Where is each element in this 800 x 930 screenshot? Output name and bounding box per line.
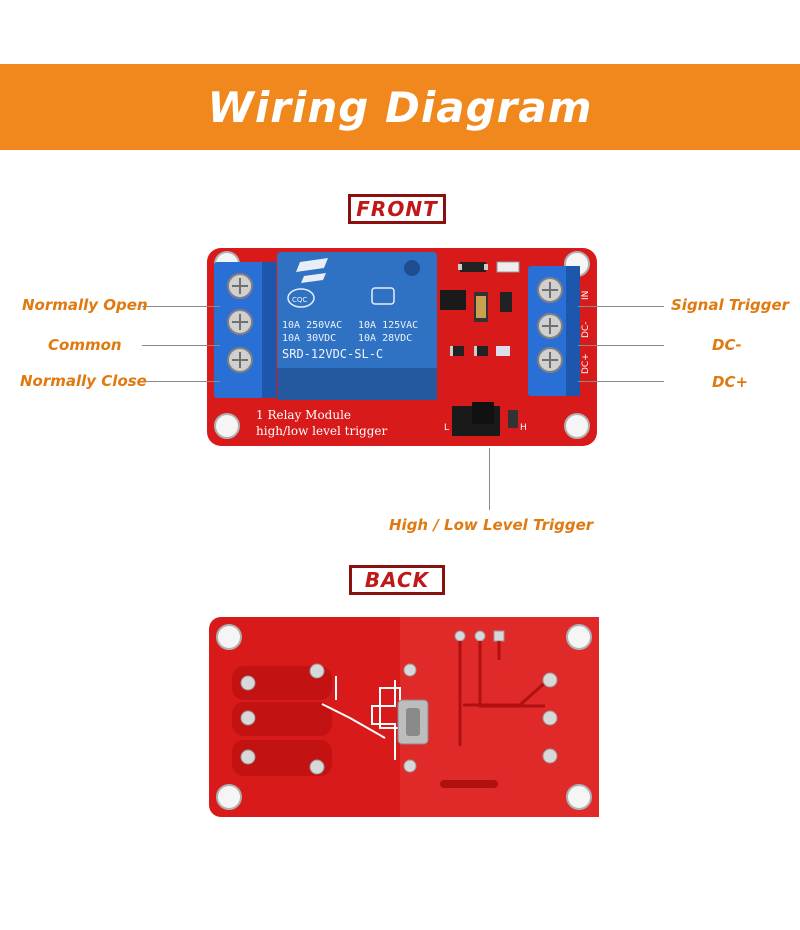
mount-hole xyxy=(216,784,242,810)
callout-normally-open: Normally Open xyxy=(22,296,148,314)
relay-rating-right-1: 10A 125VAC xyxy=(358,320,418,331)
pin-label-dc-minus: DC- xyxy=(581,322,591,338)
relay-model: SRD-12VDC-SL-C xyxy=(282,347,383,361)
mount-hole xyxy=(214,413,240,439)
output-terminal-block xyxy=(214,262,276,398)
silkscreen-line-2: high/low level trigger xyxy=(256,424,388,438)
callout-line-level-trigger xyxy=(489,448,490,510)
mount-hole xyxy=(566,784,592,810)
callout-dc-minus: DC- xyxy=(712,336,742,354)
relay-rating-left-2: 10A 30VDC xyxy=(282,333,336,344)
pin-label-in: IN xyxy=(581,291,591,300)
mount-hole xyxy=(566,624,592,650)
silkscreen-line-1: 1 Relay Module xyxy=(256,408,351,422)
callout-normally-close: Normally Close xyxy=(20,372,147,390)
jumper-label-h: H xyxy=(520,423,527,433)
callout-signal-trigger: Signal Trigger xyxy=(671,296,790,314)
header-banner: Wiring Diagram xyxy=(0,64,800,150)
back-traces xyxy=(232,630,558,788)
mount-hole xyxy=(216,624,242,650)
smd-components xyxy=(440,261,520,356)
page-title: Wiring Diagram xyxy=(207,82,593,132)
brand-logo-icon xyxy=(296,258,328,283)
cert-mark-icon xyxy=(287,288,315,308)
callout-line-common xyxy=(142,345,220,346)
callout-line-dc-plus xyxy=(578,381,664,382)
pin-label-dc-plus: DC+ xyxy=(581,353,591,374)
callout-level-trigger: High / Low Level Trigger xyxy=(389,516,594,534)
relay-component xyxy=(277,252,437,400)
jumper-label-l: L xyxy=(444,423,449,433)
level-jumper xyxy=(452,402,518,436)
callout-line-dc-minus xyxy=(578,345,664,346)
relay-cert-text: CQC xyxy=(292,296,307,304)
ul-mark-icon xyxy=(371,287,395,305)
front-label: FRONT xyxy=(348,194,446,224)
mount-hole xyxy=(564,413,590,439)
back-label: BACK xyxy=(349,565,445,595)
relay-rating-right-2: 10A 28VDC xyxy=(358,333,412,344)
callout-common: Common xyxy=(48,336,122,354)
callout-line-signal-trigger xyxy=(578,306,664,307)
relay-rating-left-1: 10A 250VAC xyxy=(282,320,342,331)
callout-line-normally-close xyxy=(142,381,220,382)
callout-line-normally-open xyxy=(142,306,220,307)
callout-dc-plus: DC+ xyxy=(712,373,749,391)
input-terminal-block xyxy=(528,266,580,396)
